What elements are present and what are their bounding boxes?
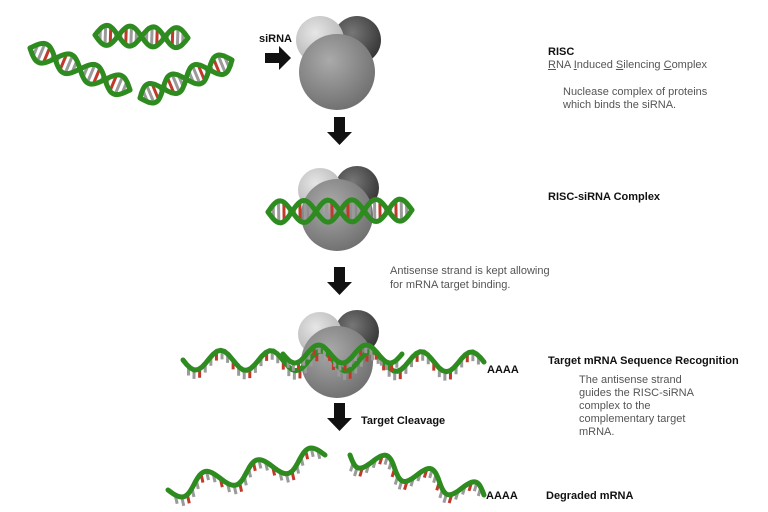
base-pair-rung <box>113 75 125 95</box>
poly-a-tail-label: AAAA <box>486 490 518 502</box>
degraded-mrna-fragment-right <box>347 452 487 504</box>
base-pair-rung <box>170 73 181 93</box>
base-pair-rung <box>103 25 108 46</box>
rna-strand <box>27 40 133 98</box>
base-pair-rung <box>35 43 47 63</box>
recognition-line: complex to the <box>579 400 651 412</box>
down-arrow-icon <box>327 403 352 431</box>
rna-strand <box>137 57 235 101</box>
recognition-line: guides the RISC-siRNA <box>579 387 694 399</box>
recognition-line: mRNA. <box>579 426 615 438</box>
base-pair-rung <box>150 26 154 47</box>
antisense-note-line2: for mRNA target binding. <box>390 279 511 291</box>
sirna-duplex-3 <box>137 52 235 106</box>
recognition-title: Target mRNA Sequence Recognition <box>548 355 739 367</box>
base-pair-rung <box>63 54 75 74</box>
sirna-label: siRNA <box>259 33 293 45</box>
sirna-duplex-1 <box>27 40 133 98</box>
base-pair-rung <box>175 27 180 48</box>
rna-strand <box>92 22 191 51</box>
base-pair-rung <box>216 54 227 74</box>
risc-description-line2: which binds the siRNA. <box>563 99 677 111</box>
risc-expansion-rest: NA <box>555 59 574 71</box>
degraded-mrna-fragment-left <box>165 445 328 507</box>
risc-sirna-complex <box>265 166 415 251</box>
risc-description-line1: Nuclease complex of proteins <box>563 86 708 98</box>
rna-strand <box>265 196 415 226</box>
poly-a-tail-label: AAAA <box>487 364 519 376</box>
base-pair-rung <box>145 84 156 104</box>
down-arrow-icon <box>327 267 352 295</box>
right-arrow-icon <box>265 46 291 70</box>
risc-expansion-initial: R <box>548 59 556 71</box>
risc-expansion-rest: ilencing <box>623 59 664 71</box>
base-pair-rung <box>85 64 97 84</box>
recognition-line: The antisense strand <box>579 374 682 386</box>
risc-protein-complex <box>296 16 381 110</box>
risc-expansion: RNA Induced Silencing Complex <box>548 59 707 72</box>
risc-title: RISC <box>548 46 575 58</box>
risc-expansion-initial: S <box>615 59 624 71</box>
antisense-note-line1: Antisense strand is kept allowing <box>390 265 550 277</box>
recognition-line: complementary target <box>579 413 686 425</box>
risc-expansion-initial: I <box>573 59 577 71</box>
risc-target-complex <box>180 310 487 398</box>
base-pair-rung <box>129 26 133 47</box>
rna-strand <box>347 452 487 498</box>
risc-expansion-rest: nduced <box>576 59 616 71</box>
sirna-duplex-2 <box>92 22 191 51</box>
risc-sirna-complex-label: RISC-siRNA Complex <box>548 191 661 203</box>
risc-expansion-initial: C <box>663 59 672 71</box>
rna-strand <box>165 445 328 500</box>
degraded-mrna-label: Degraded mRNA <box>546 490 634 502</box>
base-pair-rung <box>191 65 202 85</box>
down-arrow-icon <box>327 117 352 145</box>
target-cleavage-label: Target Cleavage <box>361 415 446 427</box>
rna-strand <box>280 342 405 366</box>
risc-expansion-rest: omplex <box>671 59 708 71</box>
